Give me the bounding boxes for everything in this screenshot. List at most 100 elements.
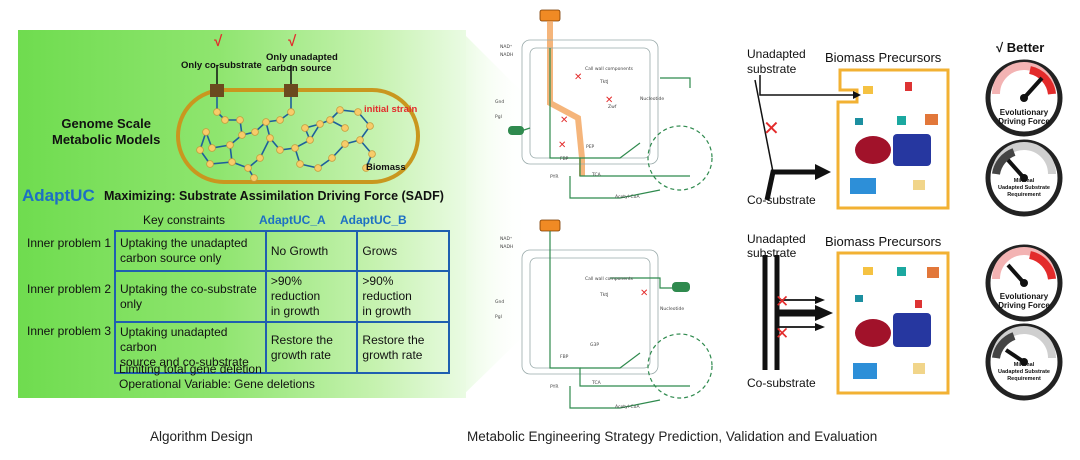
svg-text:Acetyl-CoA: Acetyl-CoA [615,404,640,410]
gauge-top-2-label: Minimal Uadapted Substrate Requirement [992,178,1056,199]
gauge-label-line: Driving Force [998,117,1050,126]
checkmark-unadapted: √ [288,33,297,50]
caption-strategy-prediction: Metabolic Engineering Strategy Predictio… [467,429,878,444]
svg-text:PYR: PYR [550,174,559,180]
svg-text:TktJ: TktJ [599,292,608,298]
gauge-top-1-label: Evolutionary Driving Force [992,108,1056,126]
caption-algorithm-design: Algorithm Design [150,429,253,444]
biomass-label: Biomass [366,162,406,173]
svg-text:Zwf: Zwf [608,104,617,110]
co-substrate-bottom: Co-substrate [747,376,816,390]
svg-text:NADH: NADH [500,244,513,250]
limit-line: Limiting total gene deletion [119,362,262,376]
cell-diagram [176,65,420,184]
gauge-label-line: Evolutionary [999,108,1049,117]
objective-text: Maximizing: Substrate Assimilation Drivi… [104,189,444,203]
flux-schematic-bottom: ✕ ✕ [762,251,950,395]
evolutionary-gauge-top [985,59,1063,137]
minimal-substrate-gauge-bottom [985,323,1063,401]
gauge-label-line: Uadapted Substrate [998,369,1050,375]
gsm-line2: Metabolic Models [52,132,161,147]
svg-text:PYR: PYR [550,384,559,390]
svg-text:NAD⁺: NAD⁺ [500,44,513,50]
svg-text:✕: ✕ [775,292,789,312]
row-label-1: Inner problem 1 [27,236,112,250]
unadapted-substrate-top-line1: Unadapted [747,47,806,61]
gauge-label-line: Requirement [1007,376,1041,382]
adaptuc-b-cell: Grows [356,230,450,272]
gauge-bottom-2-label: Minimal Uadapted Substrate Requirement [992,362,1056,383]
column-header-b: AdaptUC_B [340,213,407,227]
svg-text:TktJ: TktJ [599,79,608,85]
gsm-line1: Genome Scale [61,116,151,131]
svg-text:Acetyl-CoA: Acetyl-CoA [615,194,640,200]
zoom-cone [460,30,530,398]
operational-line: Operational Variable: Gene deletions [119,377,315,391]
gauge-label-line: Minimal [1013,178,1035,184]
svg-text:NAD⁺: NAD⁺ [500,236,513,242]
svg-text:Pgl: Pgl [495,314,502,320]
svg-text:Pgl: Pgl [495,114,502,120]
svg-text:✕: ✕ [574,72,582,83]
svg-text:TCA: TCA [591,172,602,178]
row-label-3: Inner problem 3 [27,324,112,338]
svg-text:Gnd: Gnd [495,99,504,105]
svg-text:✕: ✕ [775,324,789,344]
svg-text:Gnd: Gnd [495,299,504,305]
gsm-title: Genome Scale Metabolic Models [52,116,160,148]
metabolic-network [199,97,373,179]
gauge-label-line: Evolutionary [999,292,1049,301]
svg-text:Call wall components: Call wall components [585,66,634,72]
transporter-1 [210,84,224,97]
minimal-substrate-gauge-top [985,139,1063,217]
unadapted-substrate-bottom-line2: substrate [747,246,797,260]
gauge-label-line: Driving Force [998,301,1050,310]
svg-text:NADH: NADH [500,52,513,58]
better-label: √ Better [996,40,1045,55]
unadapted-label-line1: Only unadapted [266,52,338,63]
deletion-notes: Limiting total gene deletion Operational… [119,362,315,392]
unadapted-substrate-bottom-line1: Unadapted [747,232,806,246]
biomass-precursors-bottom: Biomass Precursors [825,234,942,249]
svg-text:Nucleotide: Nucleotide [640,96,664,102]
algorithm-name: AdaptUC [22,186,95,205]
svg-text:✕: ✕ [558,140,566,151]
gauge-label-line: Uadapted Substrate [998,185,1050,191]
svg-text:✕: ✕ [605,95,613,106]
unadapted-substrate-top-line2: substrate [747,62,797,76]
metabolite-nodes [196,106,376,182]
svg-text:TCA: TCA [591,380,602,386]
gauge-label-line: Requirement [1007,192,1041,198]
key-constraints-header: Key constraints [143,213,226,227]
adaptuc-a-cell: No Growth [264,230,359,272]
svg-text:Call wall components: Call wall components [585,276,634,282]
svg-text:✕: ✕ [640,288,648,299]
svg-text:PEP: PEP [586,144,595,150]
precursor-blobs [853,267,939,379]
flux-schematic-top: ✕ [754,68,950,210]
gauge-bottom-1-label: Evolutionary Driving Force [992,292,1056,310]
checkmark-co-substrate: √ [214,33,223,50]
initial-strain-label: initial strain [364,104,418,115]
gauge-label-line: Minimal [1013,362,1035,368]
evolutionary-gauge-bottom [985,244,1063,322]
svg-text:G3P: G3P [590,342,599,348]
co-substrate-label: Only co-substrate [181,60,262,71]
svg-text:✕: ✕ [763,116,780,140]
biomass-precursors-top: Biomass Precursors [825,50,942,65]
svg-text:✕: ✕ [560,115,568,126]
co-substrate-top: Co-substrate [747,193,816,207]
